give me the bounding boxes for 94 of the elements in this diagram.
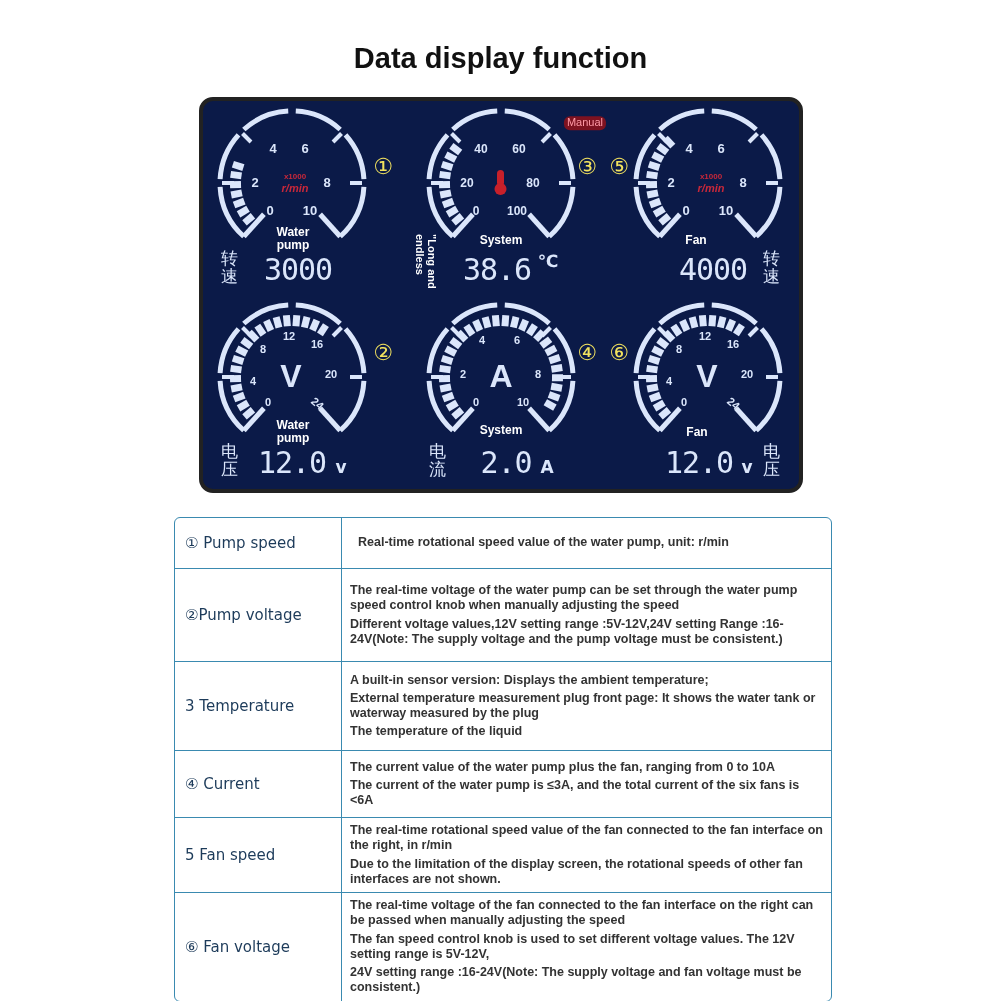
- scale-number: 8: [259, 344, 267, 356]
- gauge-caption: System: [478, 233, 524, 247]
- scale-number: 80: [526, 176, 540, 190]
- scale-number: 6: [717, 142, 725, 156]
- scale-number: 4: [269, 142, 277, 156]
- row-heading: ⑥ Fan voltage: [185, 937, 290, 956]
- scale-number: 20: [740, 369, 754, 381]
- unit-symbol: V: [280, 360, 302, 394]
- scale-number: 40: [474, 142, 488, 156]
- gauge-caption: Water pump: [275, 226, 311, 252]
- description-text: The real-time rotational speed value of the fan connected to the fan interface on the right, in r/min: [350, 823, 823, 854]
- description-text: A built-in sensor version: Displays the ambient temperature;: [350, 672, 710, 688]
- title: Data display function: [352, 42, 649, 75]
- description-text: Real-time rotational speed value of the water pump, unit: r/min: [357, 535, 730, 551]
- unit-label: ℃: [537, 253, 559, 271]
- mode-indicator: Manual: [563, 116, 607, 130]
- scale-number: 0: [264, 397, 272, 409]
- row-heading: 5 Fan speed: [185, 846, 276, 864]
- scale-number: 4: [665, 376, 673, 388]
- unit-label: v: [741, 459, 753, 477]
- scale-number: 60: [512, 142, 526, 156]
- digital-readout: 2.0: [480, 447, 532, 479]
- description-text: The real-time voltage of the fan connected to the fan interface on the right can be passed when manually adjusting the speed: [350, 898, 815, 929]
- scale-number: 6: [513, 335, 521, 347]
- callout-number: ①: [373, 155, 393, 179]
- gauge-caption: System: [478, 423, 524, 437]
- scale-number: 10: [302, 204, 318, 218]
- scale-number: 12: [282, 331, 296, 343]
- unit-label: A: [540, 459, 554, 477]
- unit-label: v: [335, 459, 347, 477]
- callout-number: ③: [577, 155, 597, 179]
- description-text: The temperature of the liquid: [350, 724, 524, 740]
- digital-readout: 3000: [263, 254, 333, 286]
- description-text: Different voltage values,12V setting range :5V-12V,24V setting Range :16-24V(Note: The supply voltage and the pump voltage must be consistent.): [350, 616, 785, 647]
- scale-number: 16: [310, 339, 324, 351]
- display-label: 电压: [762, 443, 780, 479]
- scale-number: 100: [507, 204, 527, 218]
- display-label: 电压: [220, 443, 238, 479]
- scale-number: 8: [534, 369, 542, 381]
- scale-number: 20: [324, 369, 338, 381]
- scale-number: 0: [472, 397, 480, 409]
- description-text: 24V setting range :16-24V(Note: The supply voltage and fan voltage must be consistent.): [350, 965, 803, 996]
- description-text: The current of the water pump is ≤3A, and the total current of the six fans is <6A: [350, 777, 801, 809]
- scale-number: 10: [718, 204, 734, 218]
- scale-number: 2: [251, 176, 259, 190]
- row-heading: ②Pump voltage: [185, 606, 302, 624]
- digital-readout: 12.0: [664, 447, 734, 479]
- digital-readout: 4000: [678, 254, 748, 286]
- description-text: Due to the limitation of the display screen, the rotational speeds of other fan interfaces are not shown.: [350, 856, 804, 887]
- callout-number: ④: [577, 341, 597, 365]
- scale-number: 24: [724, 395, 742, 413]
- unit-symbol: V: [696, 360, 718, 394]
- scale-number: 24: [308, 395, 326, 413]
- digital-readout: 12.0: [257, 447, 327, 479]
- gauge-caption: Water pump: [275, 419, 311, 445]
- description-text: External temperature measurement plug front page: It shows the water tank or waterway measured by the plug: [350, 690, 817, 722]
- row-heading: ④ Current: [185, 775, 260, 793]
- scale-number: 8: [675, 344, 683, 356]
- row-heading: 3 Temperature: [185, 697, 295, 715]
- scale-number: 4: [249, 376, 257, 388]
- unit-symbol: A: [489, 360, 513, 394]
- side-text: "Long and endless: [413, 234, 437, 291]
- scale-number: 0: [472, 204, 480, 218]
- digital-readout: 38.6: [462, 254, 532, 286]
- callout-number: ⑤: [609, 155, 629, 179]
- callout-number: ②: [373, 341, 393, 365]
- scale-number: 0: [680, 397, 688, 409]
- description-text: The real-time voltage of the water pump can be set through the water pump speed control knob when manually adjusting the speed: [350, 583, 799, 614]
- display-label: 电流: [428, 443, 446, 479]
- scale-number: 4: [478, 335, 486, 347]
- scale-number: 12: [698, 331, 712, 343]
- scale-number: 2: [459, 369, 467, 381]
- scale-number: 0: [266, 204, 274, 218]
- callout-number: ⑥: [609, 341, 629, 365]
- scale-number: 20: [460, 176, 474, 190]
- row-heading: ① Pump speed: [185, 534, 296, 552]
- display-label: 转速: [762, 250, 780, 286]
- scale-number: 6: [301, 142, 309, 156]
- scale-number: 8: [323, 176, 331, 190]
- scale-number: 10: [516, 397, 530, 409]
- description-text: The fan speed control knob is used to set different voltage values. The 12V setting range is 5V-12V,: [350, 931, 796, 962]
- description-text: The current value of the water pump plus the fan, ranging from 0 to 10A: [350, 759, 777, 775]
- scale-number: 4: [685, 142, 693, 156]
- scale-number: 16: [726, 339, 740, 351]
- scale-number: 0: [682, 204, 690, 218]
- unit-label: r/min: [697, 183, 725, 195]
- unit-label: x1000: [283, 172, 307, 182]
- gauge-caption: Fan: [684, 233, 708, 247]
- unit-label: r/min: [281, 183, 309, 195]
- display-label: 转速: [220, 250, 238, 286]
- unit-label: x1000: [699, 172, 723, 182]
- gauge-caption: Fan: [685, 425, 709, 439]
- scale-number: 8: [739, 176, 747, 190]
- scale-number: 2: [667, 176, 675, 190]
